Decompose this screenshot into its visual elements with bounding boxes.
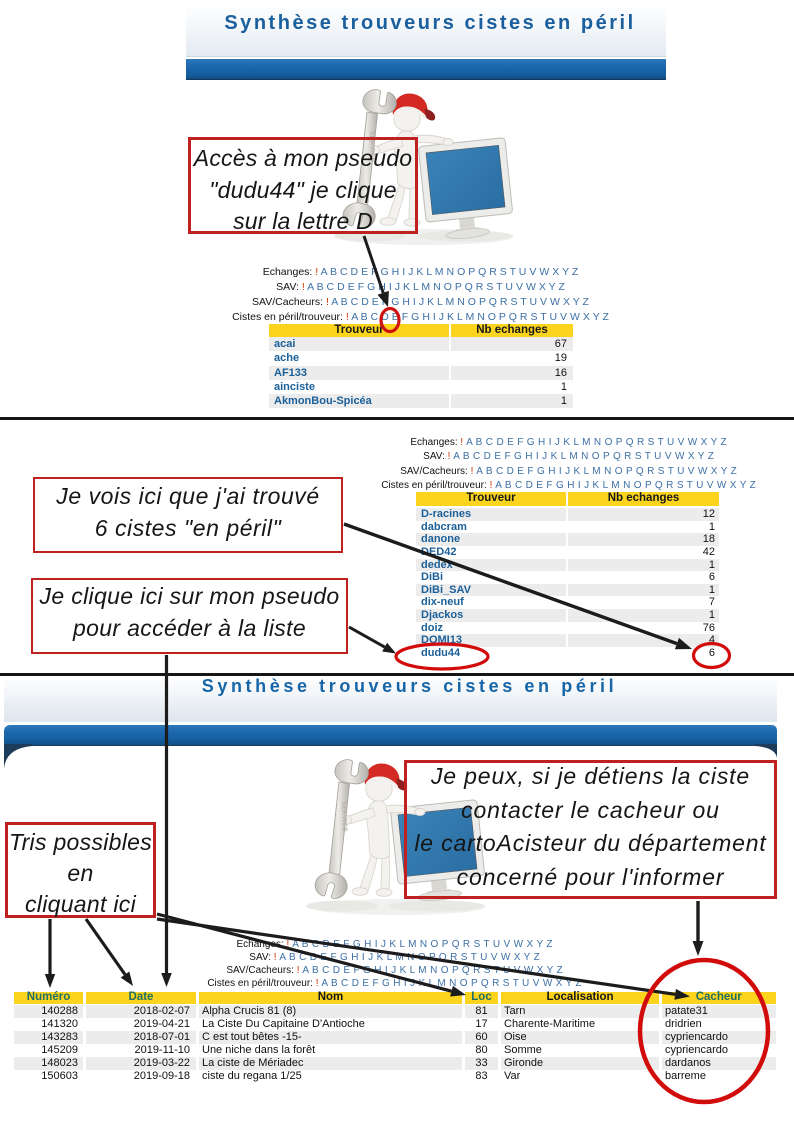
svg-text:SERVICE: SERVICE xyxy=(368,131,376,163)
svg-text:SERVICE: SERVICE xyxy=(340,801,348,833)
